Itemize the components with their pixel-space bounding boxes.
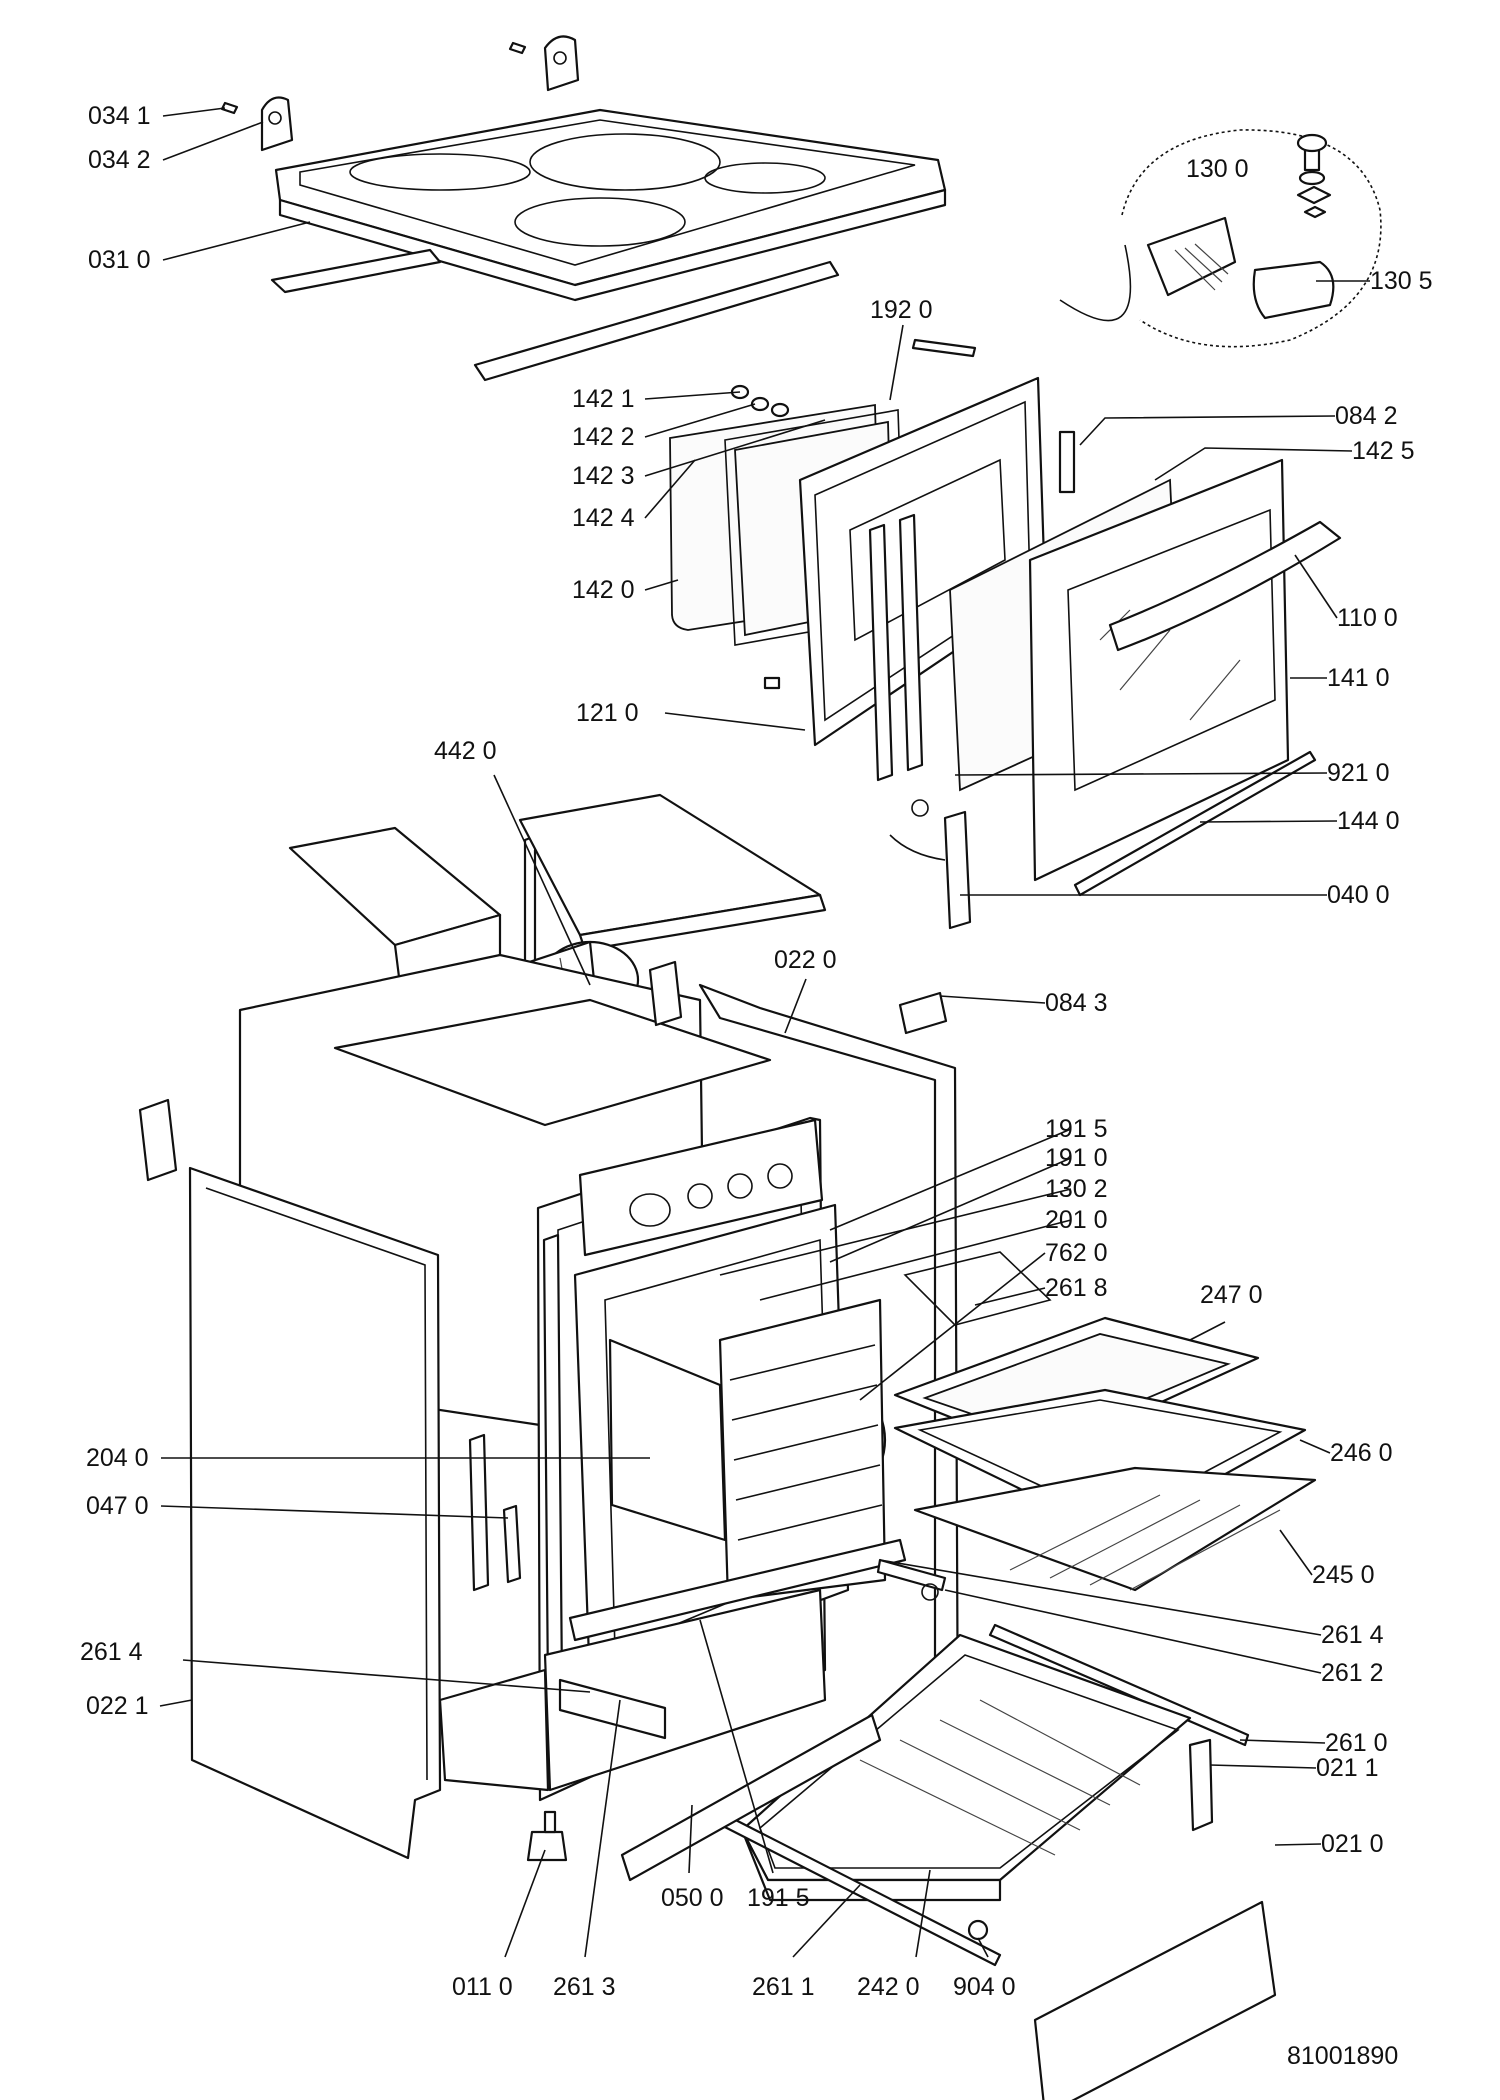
leader-lines — [159, 107, 1370, 1958]
callout-040-0: 040 0 — [1327, 881, 1390, 909]
callout-084-2: 084 2 — [1335, 402, 1398, 430]
callout-261-1: 261 1 — [752, 1973, 815, 2001]
drawing-number: 81001890 — [1287, 2042, 1398, 2070]
callout-142-5: 142 5 — [1352, 437, 1415, 465]
cooktop-assembly — [220, 35, 947, 382]
callout-261-2: 261 2 — [1321, 1659, 1384, 1687]
callout-031-0: 031 0 — [88, 246, 151, 274]
callout-011-0: 011 0 — [452, 1973, 513, 2001]
callout-261-3: 261 3 — [553, 1973, 616, 2001]
cabinet-body — [138, 953, 960, 1860]
callout-192-0: 192 0 — [870, 296, 933, 324]
callout-050-0: 050 0 — [661, 1884, 724, 1912]
callout-130-0: 130 0 — [1186, 155, 1249, 183]
callout-142-1: 142 1 — [572, 385, 635, 413]
callout-142-0: 142 0 — [572, 576, 635, 604]
callout-242-0: 242 0 — [857, 1973, 920, 2001]
callout-245-0: 245 0 — [1312, 1561, 1375, 1589]
callout-047-0: 047 0 — [86, 1492, 149, 1520]
callout-142-4: 142 4 — [572, 504, 635, 532]
callout-261-0: 261 0 — [1325, 1729, 1388, 1757]
callout-191-5-top: 191 5 — [1045, 1115, 1108, 1143]
callout-762-0: 762 0 — [1045, 1239, 1108, 1267]
callout-191-5-bottom: 191 5 — [747, 1884, 810, 1912]
callout-022-0: 022 0 — [774, 946, 837, 974]
callout-021-1: 021 1 — [1316, 1754, 1379, 1782]
callout-labels: 034 1 034 2 031 0 130 0 130 5 192 0 142 … — [80, 102, 1433, 2070]
callout-110-0: 110 0 — [1337, 604, 1398, 632]
callout-921-0: 921 0 — [1327, 759, 1390, 787]
callout-261-4-right: 261 4 — [1321, 1621, 1384, 1649]
oven-door-assembly — [669, 338, 1342, 930]
callout-261-8: 261 8 — [1045, 1274, 1108, 1302]
callout-204-0: 204 0 — [86, 1444, 149, 1472]
callout-021-0: 021 0 — [1321, 1830, 1384, 1858]
callout-141-0: 141 0 — [1327, 664, 1390, 692]
callout-144-0: 144 0 — [1337, 807, 1400, 835]
callout-201-0: 201 0 — [1045, 1206, 1108, 1234]
oven-trays — [558, 1251, 1317, 1740]
callout-261-4-left: 261 4 — [80, 1638, 143, 1666]
callout-022-1: 022 1 — [86, 1692, 149, 1720]
callout-034-1: 034 1 — [88, 102, 151, 130]
storage-drawer — [526, 1623, 1277, 2100]
latch-detail-callout — [1059, 129, 1382, 348]
callout-130-5: 130 5 — [1370, 267, 1433, 295]
callout-142-2: 142 2 — [572, 423, 635, 451]
callout-904-0: 904 0 — [953, 1973, 1016, 2001]
callout-084-3: 084 3 — [1045, 989, 1108, 1017]
callout-034-2: 034 2 — [88, 146, 151, 174]
callout-121-0: 121 0 — [576, 699, 639, 727]
callout-191-0: 191 0 — [1045, 1144, 1108, 1172]
callout-442-0: 442 0 — [434, 737, 497, 765]
callout-246-0: 246 0 — [1330, 1439, 1393, 1467]
callout-142-3: 142 3 — [572, 462, 635, 490]
callout-130-2: 130 2 — [1045, 1175, 1108, 1203]
callout-247-0: 247 0 — [1200, 1281, 1263, 1309]
